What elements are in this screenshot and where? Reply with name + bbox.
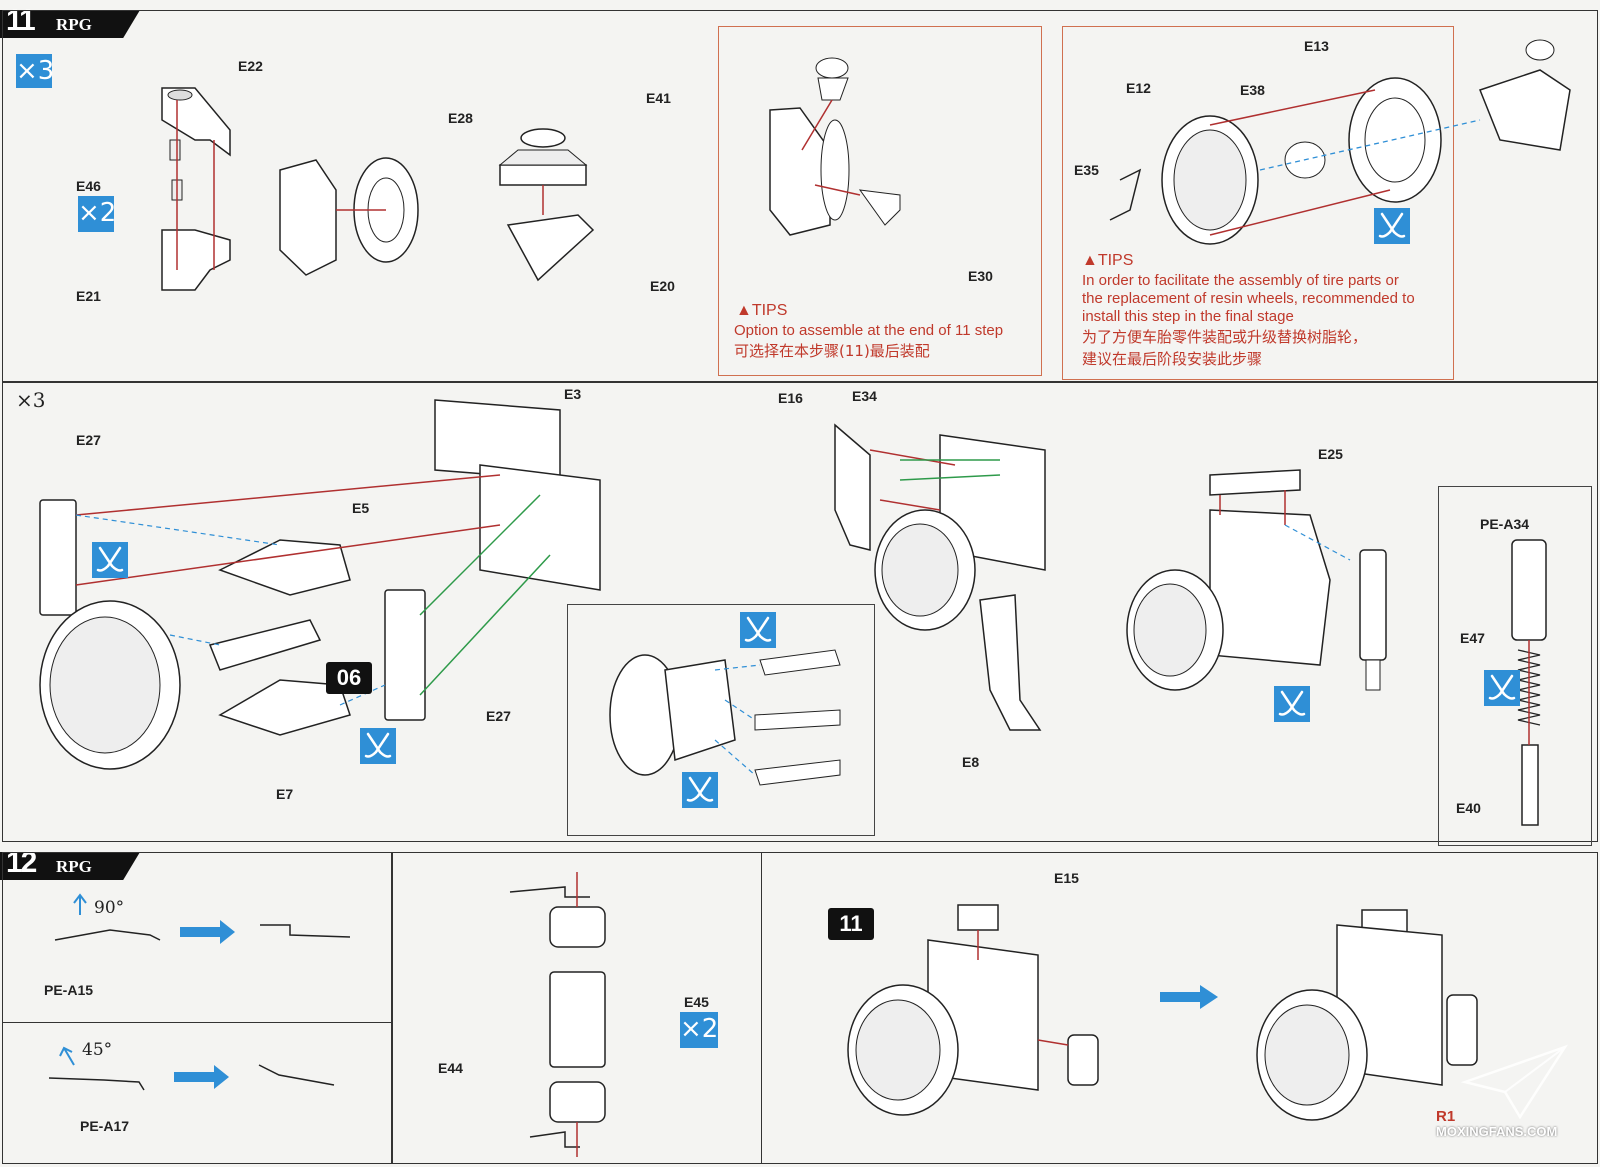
tips2-english-3: install this step in the final stage: [1082, 308, 1294, 325]
label-E40: E40: [1456, 800, 1481, 816]
cut-icon: [740, 612, 776, 648]
step-ref-tag-06: 06: [326, 662, 372, 694]
shock-exploded-drawing: [1511, 539, 1547, 826]
pe-a17-drawing: [48, 1046, 335, 1091]
shock-absorber-drawing: [1359, 549, 1387, 691]
label-E22: E22: [238, 58, 263, 74]
watermark-plane-icon: [1460, 1044, 1569, 1120]
label-E16: E16: [778, 390, 803, 406]
label-E12: E12: [1126, 80, 1151, 96]
tips1-chinese: 可选择在本步骤(11)最后装配: [734, 342, 930, 360]
angle-90: 90°: [94, 898, 125, 918]
tips-box-1: [718, 26, 1042, 376]
cut-icon: [1274, 686, 1310, 722]
label-E13: E13: [1304, 38, 1329, 54]
tips2-english-1: In order to facilitate the assembly of t…: [1082, 272, 1399, 289]
label-E41: E41: [646, 90, 671, 106]
tips-box-2: [1062, 26, 1454, 380]
cut-icon: [1484, 670, 1520, 706]
tips2-english-2: the replacement of resin wheels, recomme…: [1082, 290, 1415, 307]
label-E25: E25: [1318, 446, 1343, 462]
frame-wheel-assembly-drawing: [834, 423, 1046, 731]
label-E5: E5: [352, 500, 370, 516]
label-E44: E44: [438, 1060, 463, 1076]
label-E47: E47: [1460, 630, 1485, 646]
cut-icon: [682, 772, 718, 808]
label-E21: E21: [76, 288, 101, 304]
step-12-header: 12 RPG: [0, 846, 150, 882]
label-E45: E45: [684, 994, 709, 1010]
divider: [2, 1022, 392, 1023]
inset-drawing: [609, 649, 841, 786]
step-number: 11: [6, 4, 36, 37]
step-11-header: 11 RPG: [0, 4, 150, 38]
pe-bend-panel: [2, 852, 392, 1164]
step-number: 12: [6, 846, 37, 879]
tips2-chinese-1: 为了方便车胎零件装配或升级替换树脂轮，: [1082, 328, 1368, 346]
label-PE-A15: PE-A15: [44, 982, 94, 998]
label-E35: E35: [1074, 162, 1099, 178]
label-E3: E3: [564, 386, 582, 402]
cut-icon: [360, 728, 396, 764]
tips1-drawing: [769, 57, 901, 236]
multiplier-x3-handwritten: ×3: [16, 388, 46, 412]
watermark-code: R1: [1436, 1108, 1456, 1125]
frame-top-bracket-drawing: [1126, 469, 1351, 691]
watermark-site: MOXINGFANS.COM: [1436, 1124, 1558, 1139]
knuckle-assembly-drawing: [161, 87, 231, 291]
label-PE-A34: PE-A34: [1480, 516, 1530, 532]
multiplier-x3: ×3: [16, 54, 55, 88]
step11-top-panel: [2, 10, 1598, 382]
cut-icon: [1374, 208, 1410, 244]
direction-arrow: [1160, 985, 1218, 1009]
final-assembly-before-drawing: [847, 904, 1099, 1116]
brand-logo: RPG: [52, 856, 96, 878]
tips1-title: ▲TIPS: [736, 302, 788, 319]
label-E30: E30: [968, 268, 993, 284]
pe-a15-drawing: [54, 893, 351, 944]
label-E34: E34: [852, 388, 877, 404]
label-E15: E15: [1054, 870, 1079, 886]
label-PE-A17: PE-A17: [80, 1118, 130, 1134]
brand-logo: RPG: [52, 14, 96, 36]
label-E27-right: E27: [486, 708, 511, 724]
angle-45: 45°: [82, 1040, 113, 1060]
cut-icon: [92, 542, 128, 578]
wheel-exploded-drawing: [1109, 39, 1571, 245]
label-E20: E20: [650, 278, 675, 294]
label-E38: E38: [1240, 82, 1265, 98]
E28-assembly-drawing: [279, 157, 419, 276]
E41-E20-drawing: [498, 128, 595, 282]
air-spring-panel: [392, 852, 762, 1164]
label-E27-left: E27: [76, 432, 101, 448]
multiplier-x2-E46: ×2: [78, 196, 116, 232]
tips2-chinese-2: 建议在最后阶段安装此步骤: [1082, 350, 1263, 368]
air-spring-exploded-drawing: [509, 872, 606, 1157]
final-assembly-after-drawing: [1256, 909, 1478, 1121]
detail-inset: [567, 604, 875, 836]
tips1-english: Option to assemble at the end of 11 step: [734, 322, 1004, 339]
label-E8: E8: [962, 754, 980, 770]
step11-bottom-panel: [2, 382, 1598, 842]
tips2-title: ▲TIPS: [1082, 252, 1134, 269]
multiplier-x2-E45: ×2: [680, 1012, 718, 1048]
label-E28: E28: [448, 110, 473, 126]
step-ref-tag-11: 11: [828, 908, 874, 940]
shock-detail-inset: [1438, 486, 1592, 846]
label-E46: E46: [76, 178, 101, 194]
label-E7: E7: [276, 786, 294, 802]
suspension-arm-exploded-drawing: [39, 399, 601, 770]
